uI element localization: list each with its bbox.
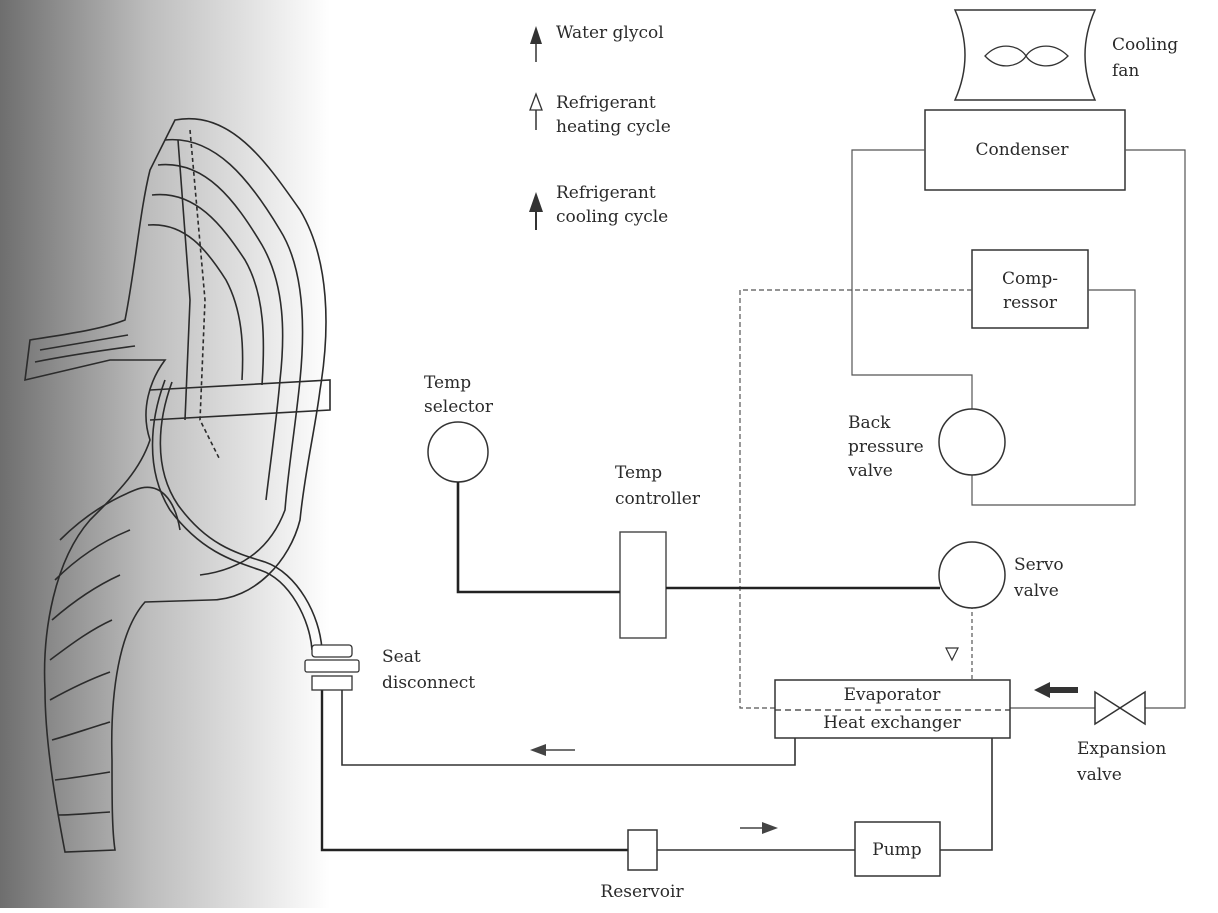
supply-line — [320, 690, 630, 852]
temp-controller-label-line2: controller — [615, 489, 701, 509]
temp-selector: Temp selector — [424, 373, 494, 483]
seat-disconnect: Seat disconnect — [304, 644, 475, 693]
back-pressure-label-line1: Back — [848, 413, 891, 433]
cooling-garment — [24, 117, 331, 853]
hollow-arrow-icon — [529, 92, 543, 111]
expansion-label-line2: valve — [1076, 765, 1122, 785]
glycol-arrow-return — [530, 744, 575, 756]
right-arrow-icon — [762, 822, 778, 834]
temp-selector-label-line1: Temp — [424, 373, 471, 393]
small-hollow-arrow-icon — [945, 647, 959, 662]
refrigerant-lines — [739, 149, 1186, 709]
glycol-arrow-supply — [740, 822, 778, 834]
condenser: Condenser — [924, 109, 1126, 191]
temp-selector-label-line2: selector — [424, 397, 494, 417]
legend-refrigerant-cooling: Refrigerant cooling cycle — [529, 183, 668, 230]
cooling-flow-arrow-icon — [1034, 682, 1078, 698]
pump-label: Pump — [872, 840, 922, 860]
legend-cooling-line1: Refrigerant — [556, 183, 656, 203]
legend-water-glycol: Water glycol — [530, 23, 664, 62]
cooling-fan: Cooling fan — [953, 9, 1178, 101]
compressor: Comp- ressor — [971, 249, 1089, 329]
fan-label-line1: Cooling — [1112, 35, 1178, 55]
back-pressure-valve: Back pressure valve — [847, 408, 1006, 481]
seat-disconnect-label-line2: disconnect — [382, 673, 475, 693]
evaporator-label-line1: Evaporator — [844, 685, 942, 705]
reservoir-label: Reservoir — [600, 882, 684, 902]
servo-label-line2: valve — [1013, 581, 1059, 601]
fan-blade-icon — [984, 45, 1069, 67]
legend: Water glycol Refrigerant heating cycle R… — [529, 23, 671, 230]
left-arrow-icon — [530, 744, 546, 756]
compressor-label-line2: ressor — [1003, 293, 1058, 313]
temp-controller: Temp controller — [615, 463, 701, 639]
compressor-label-line1: Comp- — [1002, 269, 1058, 289]
filled-arrow-icon — [530, 26, 542, 44]
control-wiring — [456, 482, 940, 594]
legend-refrigerant-heating: Refrigerant heating cycle — [529, 92, 671, 137]
reservoir: Reservoir — [600, 829, 684, 902]
bold-arrow-icon — [529, 192, 543, 212]
legend-water-glycol-label: Water glycol — [556, 23, 664, 43]
legend-heating-line1: Refrigerant — [556, 93, 656, 113]
back-pressure-label-line2: pressure — [848, 437, 924, 457]
pump: Pump — [854, 821, 941, 877]
expansion-valve: Expansion valve — [1076, 690, 1166, 785]
temp-controller-label-line1: Temp — [615, 463, 662, 483]
left-shadow-band — [0, 0, 330, 908]
legend-heating-line2: heating cycle — [556, 117, 671, 137]
servo-valve: Servo valve — [938, 541, 1064, 662]
evaporator-label-line2: Heat exchanger — [823, 713, 961, 733]
fan-label-line2: fan — [1112, 61, 1139, 81]
legend-cooling-line2: cooling cycle — [556, 207, 668, 227]
expansion-label-line1: Expansion — [1077, 739, 1166, 759]
evaporator-heat-exchanger: Evaporator Heat exchanger — [774, 679, 1011, 739]
servo-label-line1: Servo — [1014, 555, 1064, 575]
condenser-label: Condenser — [976, 140, 1070, 160]
back-pressure-label-line3: valve — [847, 461, 893, 481]
seat-disconnect-label-line1: Seat — [382, 647, 421, 667]
